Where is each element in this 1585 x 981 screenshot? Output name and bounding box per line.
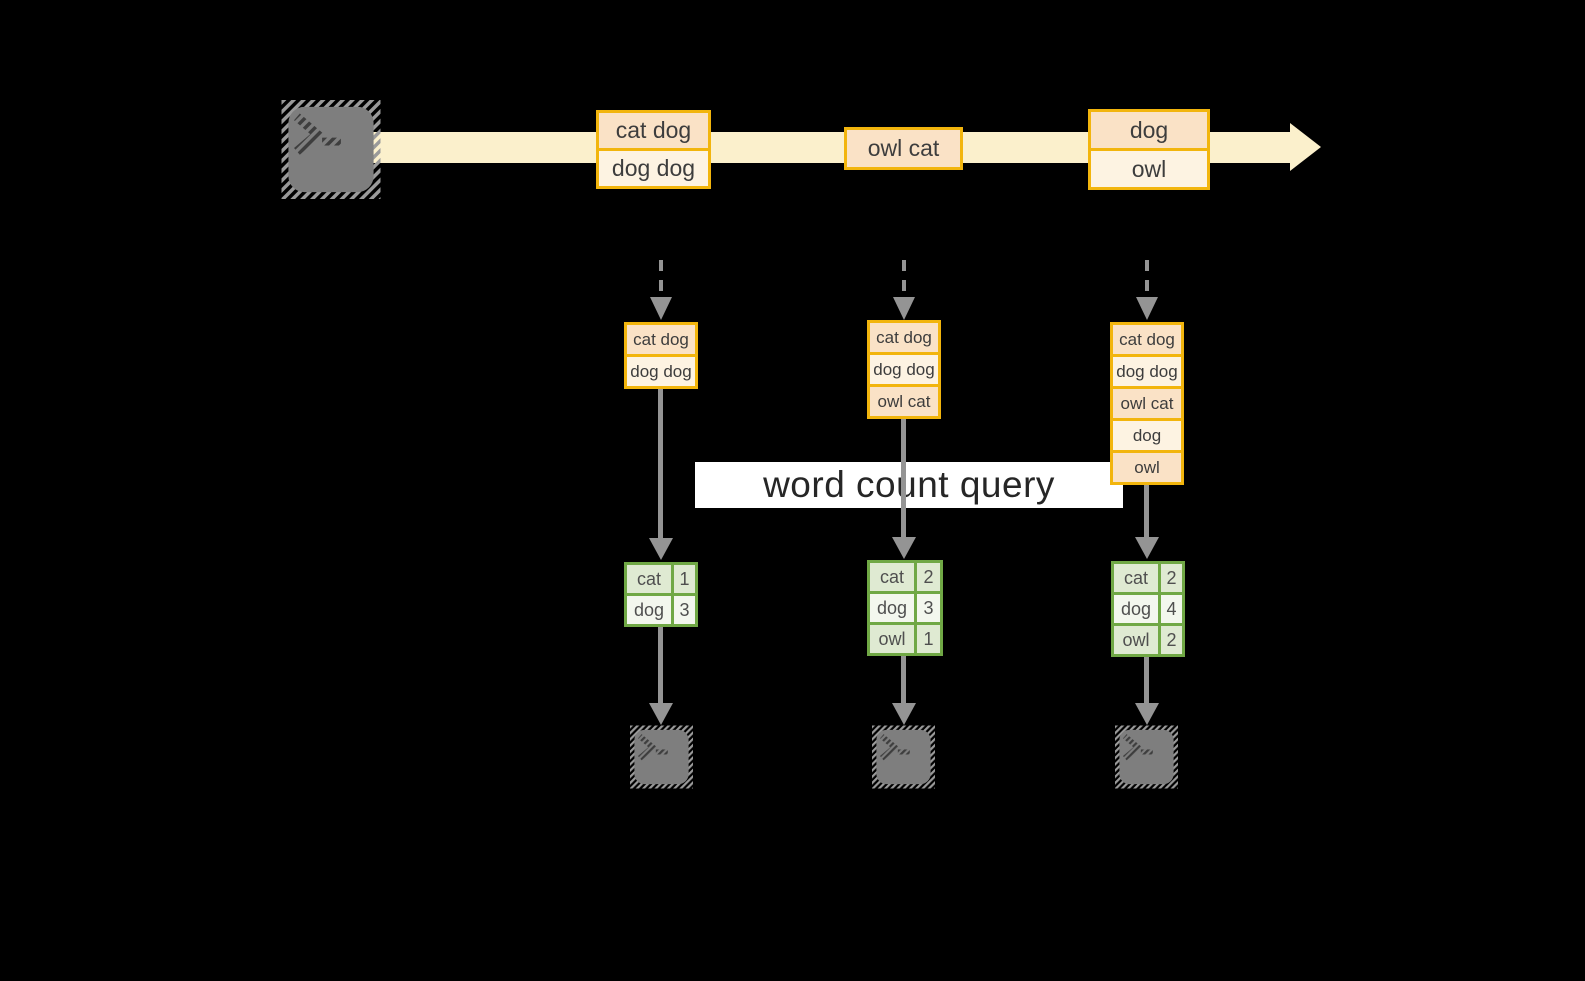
dashed-arrow-head-icon [650,297,672,320]
result-word: dog [870,594,914,622]
stream-event: cat dog [599,113,708,148]
dashed-arrow-line [659,260,663,298]
dashed-arrow-line [902,260,906,298]
input-row: dog dog [1113,357,1181,386]
arrow-head-icon [892,703,916,725]
input-row: owl [1113,453,1181,482]
arrow-line [901,653,906,703]
source-terminal-icon [281,100,381,199]
stream-batch-3: dog owl [1088,109,1210,190]
result-word: cat [627,565,671,593]
result-word: dog [1114,595,1158,623]
result-count: 2 [1161,626,1182,654]
stream-event: owl [1091,151,1207,187]
result-count: 1 [917,625,940,653]
input-row: owl cat [870,387,938,416]
arrow-line [1144,479,1149,537]
stream-timeline-arrowhead-icon [1290,123,1321,171]
input-table-2: cat dog dog dog owl cat [867,320,941,419]
input-row: dog dog [870,355,938,384]
result-count: 1 [674,565,695,593]
sink-terminal-icon [872,725,935,789]
arrow-line [1144,653,1149,703]
arrow-head-icon [1135,537,1159,559]
input-row: cat dog [870,323,938,352]
arrow-head-icon [649,703,673,725]
dashed-arrow-head-icon [1136,297,1158,320]
input-row: dog [1113,421,1181,450]
input-table-3: cat dog dog dog owl cat dog owl [1110,322,1184,485]
sink-terminal-icon [630,725,693,789]
input-row: owl cat [1113,389,1181,418]
arrow-line [658,624,663,703]
arrow-head-icon [1135,703,1159,725]
result-count: 2 [1161,564,1182,592]
dashed-arrow-head-icon [893,297,915,320]
stream-batch-1: cat dog dog dog [596,110,711,189]
arrow-line [658,385,663,538]
result-word: dog [627,596,671,624]
result-table-2: cat 2 dog 3 owl 1 [867,560,943,656]
result-count: 3 [674,596,695,624]
result-count: 4 [1161,595,1182,623]
stream-event: dog [1091,112,1207,148]
stream-event: dog dog [599,151,708,186]
result-table-3: cat 2 dog 4 owl 2 [1111,561,1185,657]
arrow-head-icon [892,537,916,559]
stream-batch-2: owl cat [844,127,963,170]
input-row: dog dog [627,357,695,386]
result-word: owl [1114,626,1158,654]
result-table-1: cat 1 dog 3 [624,562,698,627]
result-count: 2 [917,563,940,591]
input-row: cat dog [1113,325,1181,354]
stream-event: owl cat [847,130,960,167]
input-table-1: cat dog dog dog [624,322,698,389]
sink-terminal-icon [1115,725,1178,789]
input-row: cat dog [627,325,695,354]
arrow-line [901,415,906,537]
query-label: word count query [695,462,1123,508]
arrow-head-icon [649,538,673,560]
result-word: cat [1114,564,1158,592]
dashed-arrow-line [1145,260,1149,298]
result-word: owl [870,625,914,653]
result-word: cat [870,563,914,591]
result-count: 3 [917,594,940,622]
